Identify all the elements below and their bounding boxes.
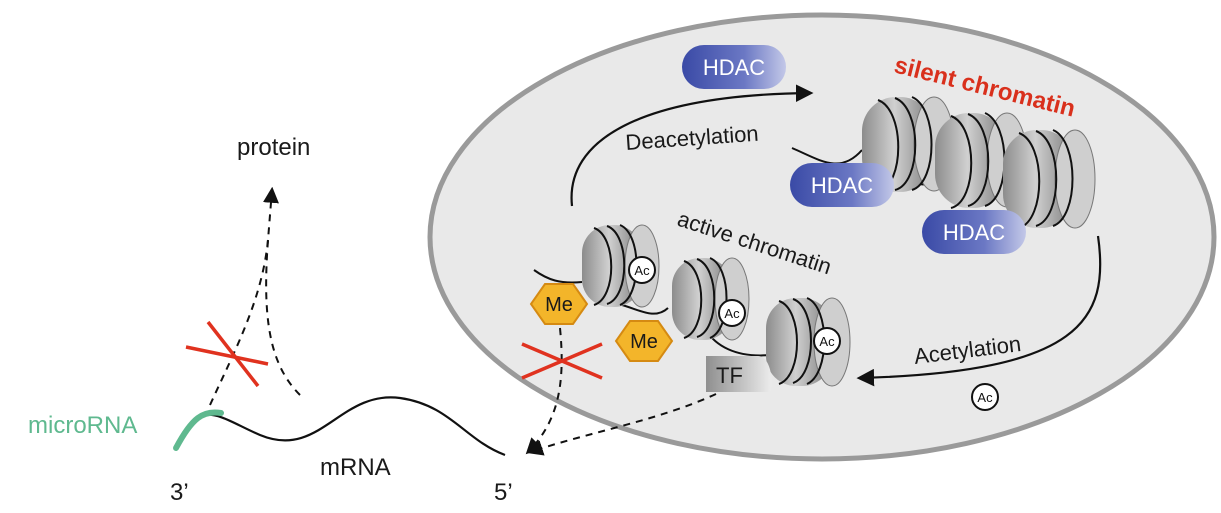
hdac-top: HDAC xyxy=(682,45,786,89)
tf-factor: TF xyxy=(706,356,772,392)
svg-text:Ac: Ac xyxy=(634,263,650,278)
svg-text:Ac: Ac xyxy=(724,306,740,321)
svg-text:HDAC: HDAC xyxy=(811,173,873,198)
deacetylation-arrow xyxy=(570,84,814,207)
active-nucleosome-2 xyxy=(672,257,750,341)
svg-text:Me: Me xyxy=(630,331,658,353)
svg-text:TF: TF xyxy=(716,363,743,388)
tf-to-mrna-dashed-arrow xyxy=(526,393,717,456)
svg-text:HDAC: HDAC xyxy=(703,55,765,80)
svg-text:HDAC: HDAC xyxy=(943,220,1005,245)
hdac-bottom: HDAC xyxy=(922,210,1026,254)
microrna-strand xyxy=(173,409,224,451)
translation-block-cross xyxy=(185,320,269,388)
svg-text:Me: Me xyxy=(545,294,573,316)
ac-mark-1: Ac xyxy=(628,256,656,284)
svg-text:Ac: Ac xyxy=(819,334,835,349)
translation-dashed-path-right xyxy=(263,186,301,396)
microrna-label: microRNA xyxy=(28,412,137,439)
ac-mark-3: Ac xyxy=(813,327,841,355)
ac-mark-free: Ac xyxy=(971,383,999,411)
svg-text:Ac: Ac xyxy=(977,390,993,405)
me-mark-1: Me xyxy=(529,283,589,325)
mrna-label: mRNA xyxy=(320,454,391,481)
three-prime-label: 3’ xyxy=(170,479,189,506)
acetylation-arrow xyxy=(856,235,1102,387)
translation-dashed-path-left xyxy=(209,239,269,406)
mrna-strand xyxy=(175,396,506,457)
ac-mark-2: Ac xyxy=(718,299,746,327)
nucleus xyxy=(427,12,1217,462)
protein-label: protein xyxy=(237,134,310,161)
me-mark-2: Me xyxy=(614,320,674,362)
silent-nucleosome-3 xyxy=(1003,129,1096,229)
five-prime-label: 5’ xyxy=(494,479,513,506)
methylation-block-cross xyxy=(521,342,603,380)
hdac-middle: HDAC xyxy=(790,163,894,207)
